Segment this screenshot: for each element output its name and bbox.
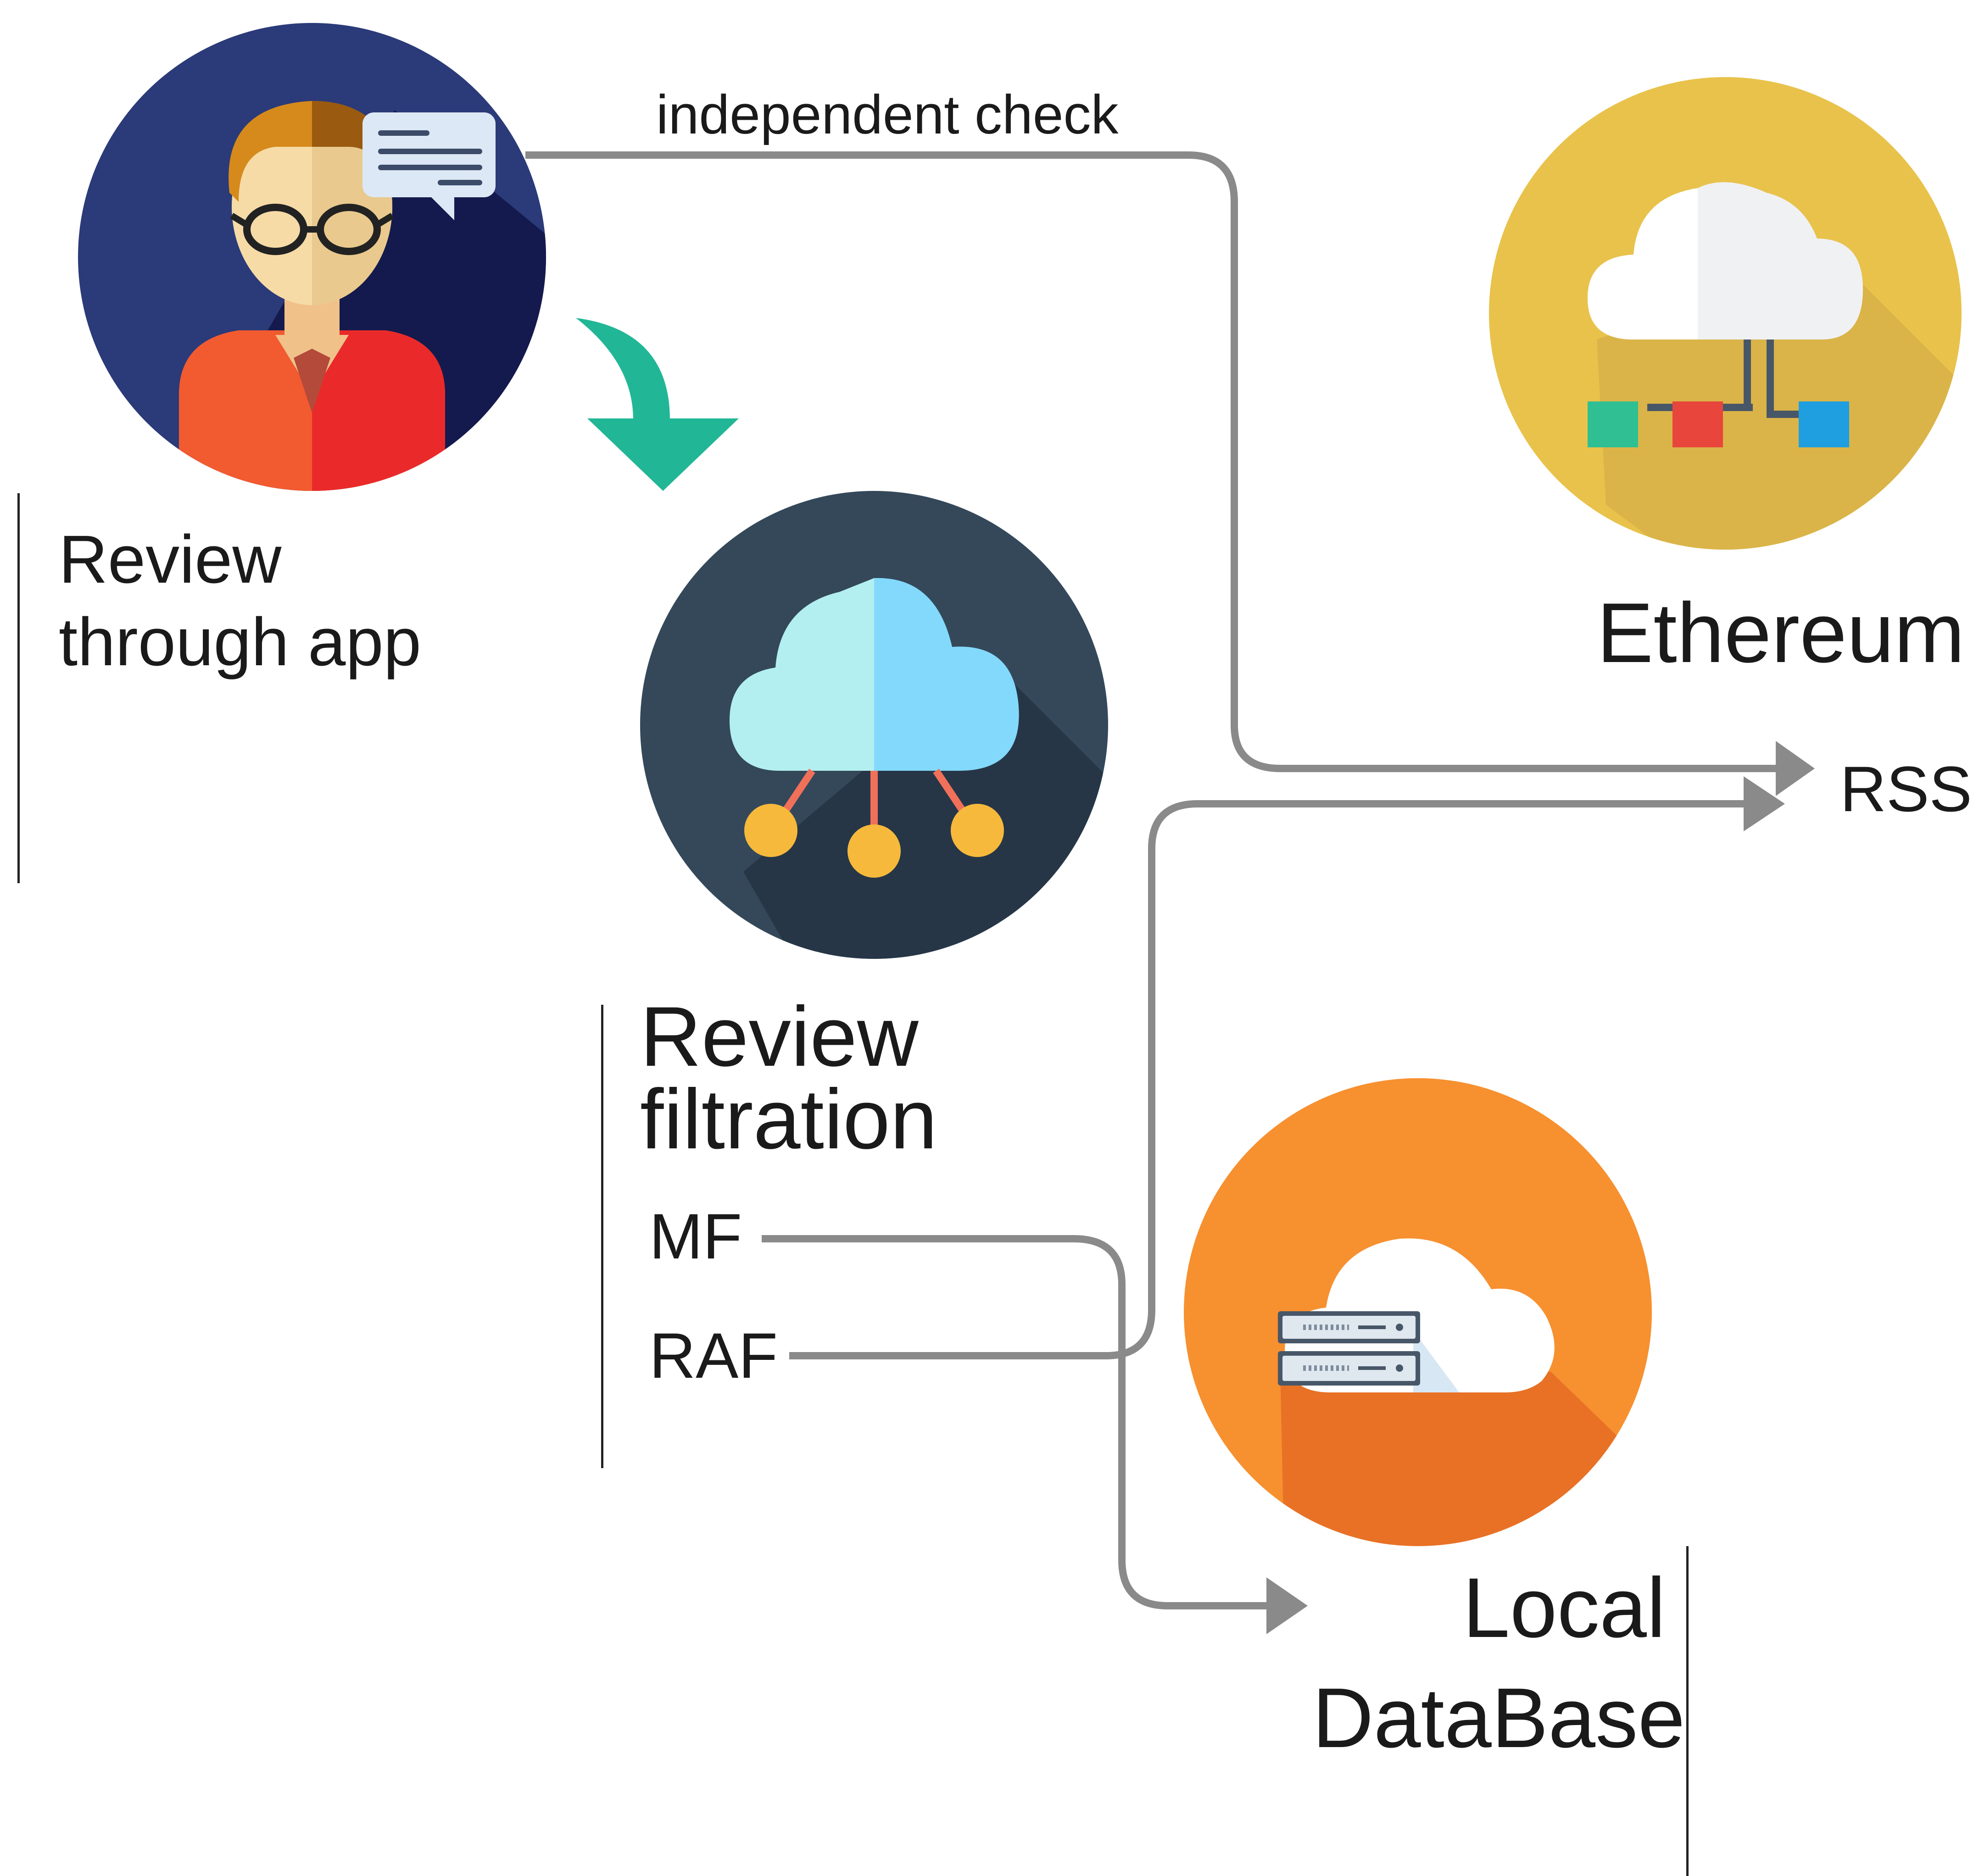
user-reviewer-icon: [78, 23, 546, 491]
connector-raf-to-rss: [789, 776, 1785, 1359]
review-app-divider: [17, 493, 20, 883]
review-filtration-label: Review filtration: [640, 990, 937, 1167]
ethereum-label: Ethereum: [1597, 586, 1965, 680]
review-app-line1: Review: [59, 522, 282, 597]
connector-independent-check: [525, 151, 1815, 796]
review-filtration-divider: [601, 1005, 603, 1468]
cloud-server-database-icon: [1184, 1078, 1652, 1546]
raf-label: RAF: [649, 1319, 778, 1392]
review-filtration-line2: filtration: [640, 1072, 937, 1167]
connector-mf-to-database: [762, 1235, 1308, 1634]
local-line2: DataBase: [1312, 1671, 1685, 1765]
independent-check-label: independent check: [656, 84, 1119, 145]
rss-label: RSS: [1840, 753, 1972, 825]
cloud-blockchain-icon: [1489, 77, 1962, 550]
review-app-line2: through app: [59, 604, 422, 680]
review-app-label: Review through app: [59, 518, 421, 684]
curved-down-arrow-icon: [576, 318, 739, 491]
local-line1: Local: [1462, 1561, 1666, 1655]
local-database-label: Local DataBase: [1312, 1553, 1685, 1773]
mf-label: MF: [649, 1200, 742, 1272]
review-filtration-line1: Review: [640, 990, 919, 1084]
cloud-filter-network-icon: [640, 491, 1108, 959]
local-database-divider: [1686, 1546, 1689, 1876]
